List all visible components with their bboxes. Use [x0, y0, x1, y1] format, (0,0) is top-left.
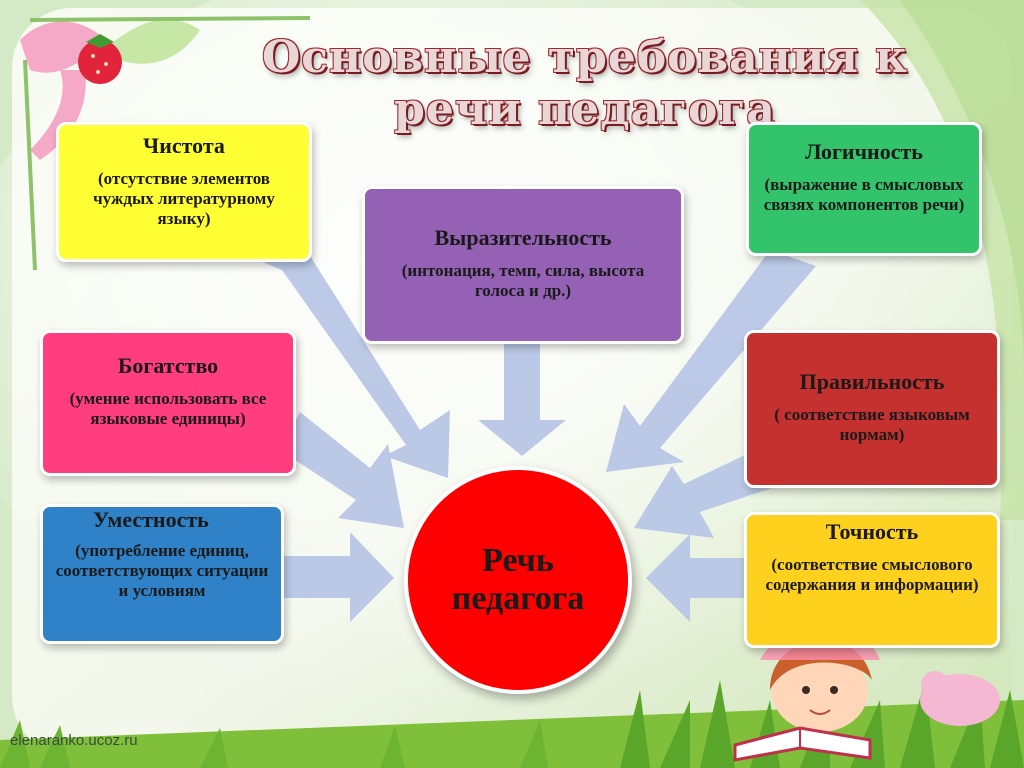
girl-illustration [760, 626, 1000, 732]
box-logichnost-title: Логичность [805, 139, 923, 164]
box-chistota-title: Чистота [143, 133, 225, 158]
arrow-from-umestnost [262, 532, 394, 622]
box-logichnost-desc: (выражение в смысловых связях компоненто… [763, 175, 965, 214]
arrow-from-chistota [238, 240, 450, 478]
arrow-from-pravilnost [634, 448, 778, 538]
box-tochnost-desc: (соответствие смыслового содержания и ин… [765, 555, 979, 594]
arrow-from-tochnost [646, 534, 780, 622]
box-pravilnost-title: Правильность [799, 369, 945, 394]
box-pravilnost-desc: ( соответствие языковым нормам) [774, 405, 970, 444]
box-chistota: Чистота (отсутствие элементов чуждых лит… [56, 122, 312, 262]
center-line-1: Речь [482, 542, 554, 579]
title-line-1: Основные требования к [261, 32, 909, 83]
box-chistota-desc: (отсутствие элементов чуждых литературно… [93, 169, 275, 228]
box-vyrazitelnost-title: Выразительность [434, 225, 612, 250]
box-logichnost: Логичность (выражение в смысловых связях… [746, 122, 982, 256]
slide-title: Основные требования к речи педагога [250, 32, 920, 136]
box-tochnost-title: Точность [825, 519, 919, 544]
ribbon-decoration [20, 16, 311, 271]
box-vyrazitelnost: Выразительность (интонация, темп, сила, … [362, 186, 684, 344]
book-illustration [733, 726, 872, 762]
footer-url: elenaranko.ucoz.ru [10, 732, 138, 749]
center-line-2: педагога [451, 580, 585, 617]
arrow-from-vyrazitelnost [478, 328, 566, 456]
box-vyrazitelnost-desc: (интонация, темп, сила, высота голоса и … [401, 261, 645, 300]
arrow-from-logichnost [606, 250, 816, 472]
box-umestnost: Уместность (употребление единиц, соответ… [40, 504, 284, 644]
box-umestnost-desc: (употребление единиц, соответствующих си… [55, 541, 269, 600]
box-pravilnost: Правильность ( соответствие языковым нор… [744, 330, 1000, 488]
box-bogatstvo: Богатство (умение использовать все языко… [40, 330, 296, 476]
box-bogatstvo-title: Богатство [117, 353, 219, 378]
box-tochnost: Точность (соответствие смыслового содерж… [744, 512, 1000, 648]
arrow-from-bogatstvo [280, 412, 404, 528]
box-bogatstvo-desc: (умение использовать все языковые единиц… [69, 389, 267, 428]
box-umestnost-title: Уместность [93, 507, 209, 532]
title-line-2: речи педагога [394, 84, 776, 135]
center-circle: Речь педагога [404, 466, 632, 694]
